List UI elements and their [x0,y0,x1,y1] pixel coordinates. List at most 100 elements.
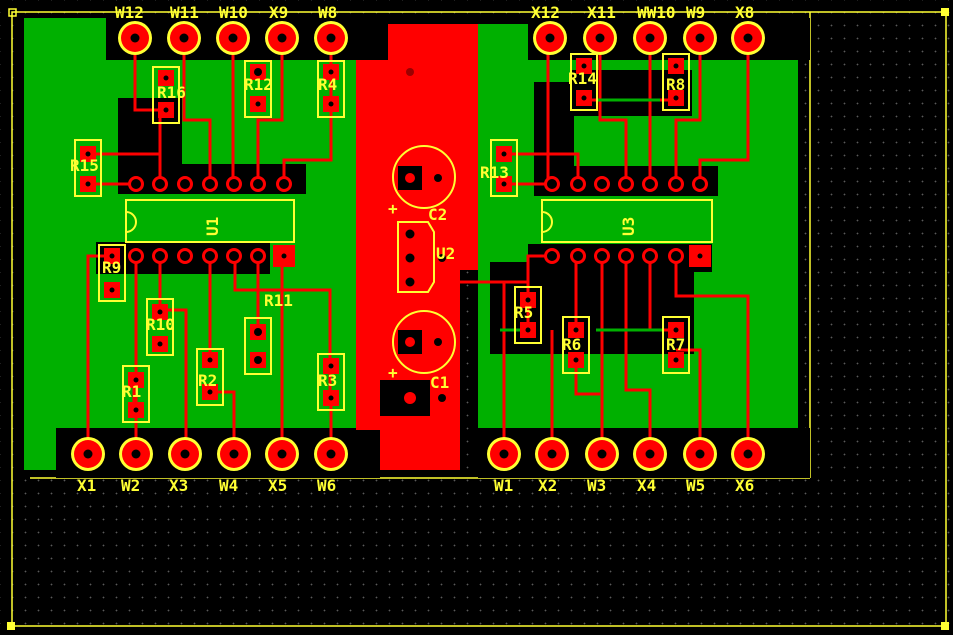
ic-pin [273,245,295,267]
ic-pin [618,176,634,192]
label-r12: R12 [244,75,273,94]
connector-pad-x5 [265,437,299,471]
ic-pin [202,176,218,192]
resistor-r10 [146,298,174,356]
label-x4: X4 [637,476,656,495]
ic-pin [226,176,242,192]
vias [254,68,414,364]
resistor-r13 [490,139,518,197]
label-r4: R4 [318,75,337,94]
label-w4: W4 [219,476,238,495]
resistor-r2 [196,348,224,406]
label-x9: X9 [269,3,288,22]
label-x12: X12 [531,3,560,22]
power-strip [356,24,478,470]
label-w2: W2 [121,476,140,495]
label-x5: X5 [268,476,287,495]
label-r2: R2 [198,371,217,390]
connector-pad-x9 [265,21,299,55]
label-r10: R10 [146,315,175,334]
connector-pad-x11 [583,21,617,55]
label-w3: W3 [587,476,606,495]
capacitor-c2 [392,145,456,209]
label-c1: C1 [430,373,449,392]
connector-pad-w9 [683,21,717,55]
label-x6: X6 [735,476,754,495]
ic-pin [570,176,586,192]
resistor-r4 [317,60,345,118]
ic-pin [692,176,708,192]
connector-pad-x4 [633,437,667,471]
ic-pin [642,176,658,192]
ic-pin [202,248,218,264]
connector-pad-x3 [168,437,202,471]
regulator-u2 [397,221,446,293]
connector-pad-x1 [71,437,105,471]
connector-pad-w6 [314,437,348,471]
ic-pin [668,176,684,192]
c1-polarity-mark: + [388,363,398,382]
label-w12: W12 [115,3,144,22]
label-w8: W8 [318,3,337,22]
connector-pad-ww10 [633,21,667,55]
label-r6: R6 [562,335,581,354]
label-w11: W11 [170,3,199,22]
ic-pin [177,248,193,264]
corner-marker [941,8,949,16]
label-x11: X11 [587,3,616,22]
silkscreen-labels: W12 W11 W10 X9 W8 X12 X11 WW10 W9 X8 X1 … [70,3,754,495]
ic-pin [152,248,168,264]
capacitor-c1 [392,310,456,404]
label-c2: C2 [428,205,447,224]
label-r1: R1 [122,382,141,401]
connector-pad-w3 [585,437,619,471]
label-w9: W9 [686,3,705,22]
resistor-r1 [122,365,150,423]
ic-pin [177,176,193,192]
connector-pad-x6 [731,437,765,471]
resistor-r16 [152,66,180,124]
resistor-r7 [662,316,690,374]
connector-pad-x12 [533,21,567,55]
connector-pad-w2 [119,437,153,471]
label-x2: X2 [538,476,557,495]
ic-pin [276,176,292,192]
resistor-r6 [562,316,590,374]
label-x8: X8 [735,3,754,22]
ic-pin [594,176,610,192]
connector-pad-w12 [118,21,152,55]
ic-pin [594,248,610,264]
label-r13: R13 [480,163,509,182]
resistor-r3 [317,353,345,411]
resistor-r15 [74,139,102,197]
c2-polarity-mark: + [388,199,398,218]
resistor-r14 [570,53,598,111]
label-r11: R11 [264,291,293,310]
connector-pad-x8 [731,21,765,55]
ic-pin [152,176,168,192]
ic-pin [689,245,711,267]
ic-pin [128,248,144,264]
resistor-r9 [98,244,126,302]
connector-pad-w1 [487,437,521,471]
ic-pin [250,176,266,192]
ic-pin [544,176,560,192]
label-x1: X1 [77,476,96,495]
label-r8: R8 [666,75,685,94]
ic-pin-rows [104,176,711,267]
corner-marker [7,622,15,630]
corner-marker [941,622,949,630]
label-r3: R3 [318,371,337,390]
label-u3: U3 [619,217,638,236]
ic-pin [128,176,144,192]
ic-u1-body [125,199,295,243]
ic-pin [642,248,658,264]
ic-pin [618,248,634,264]
label-w1: W1 [494,476,513,495]
label-u1: U1 [203,217,222,236]
resistor-r8 [662,53,690,111]
connector-pad-w5 [683,437,717,471]
label-x3: X3 [169,476,188,495]
label-r5: R5 [514,303,533,322]
